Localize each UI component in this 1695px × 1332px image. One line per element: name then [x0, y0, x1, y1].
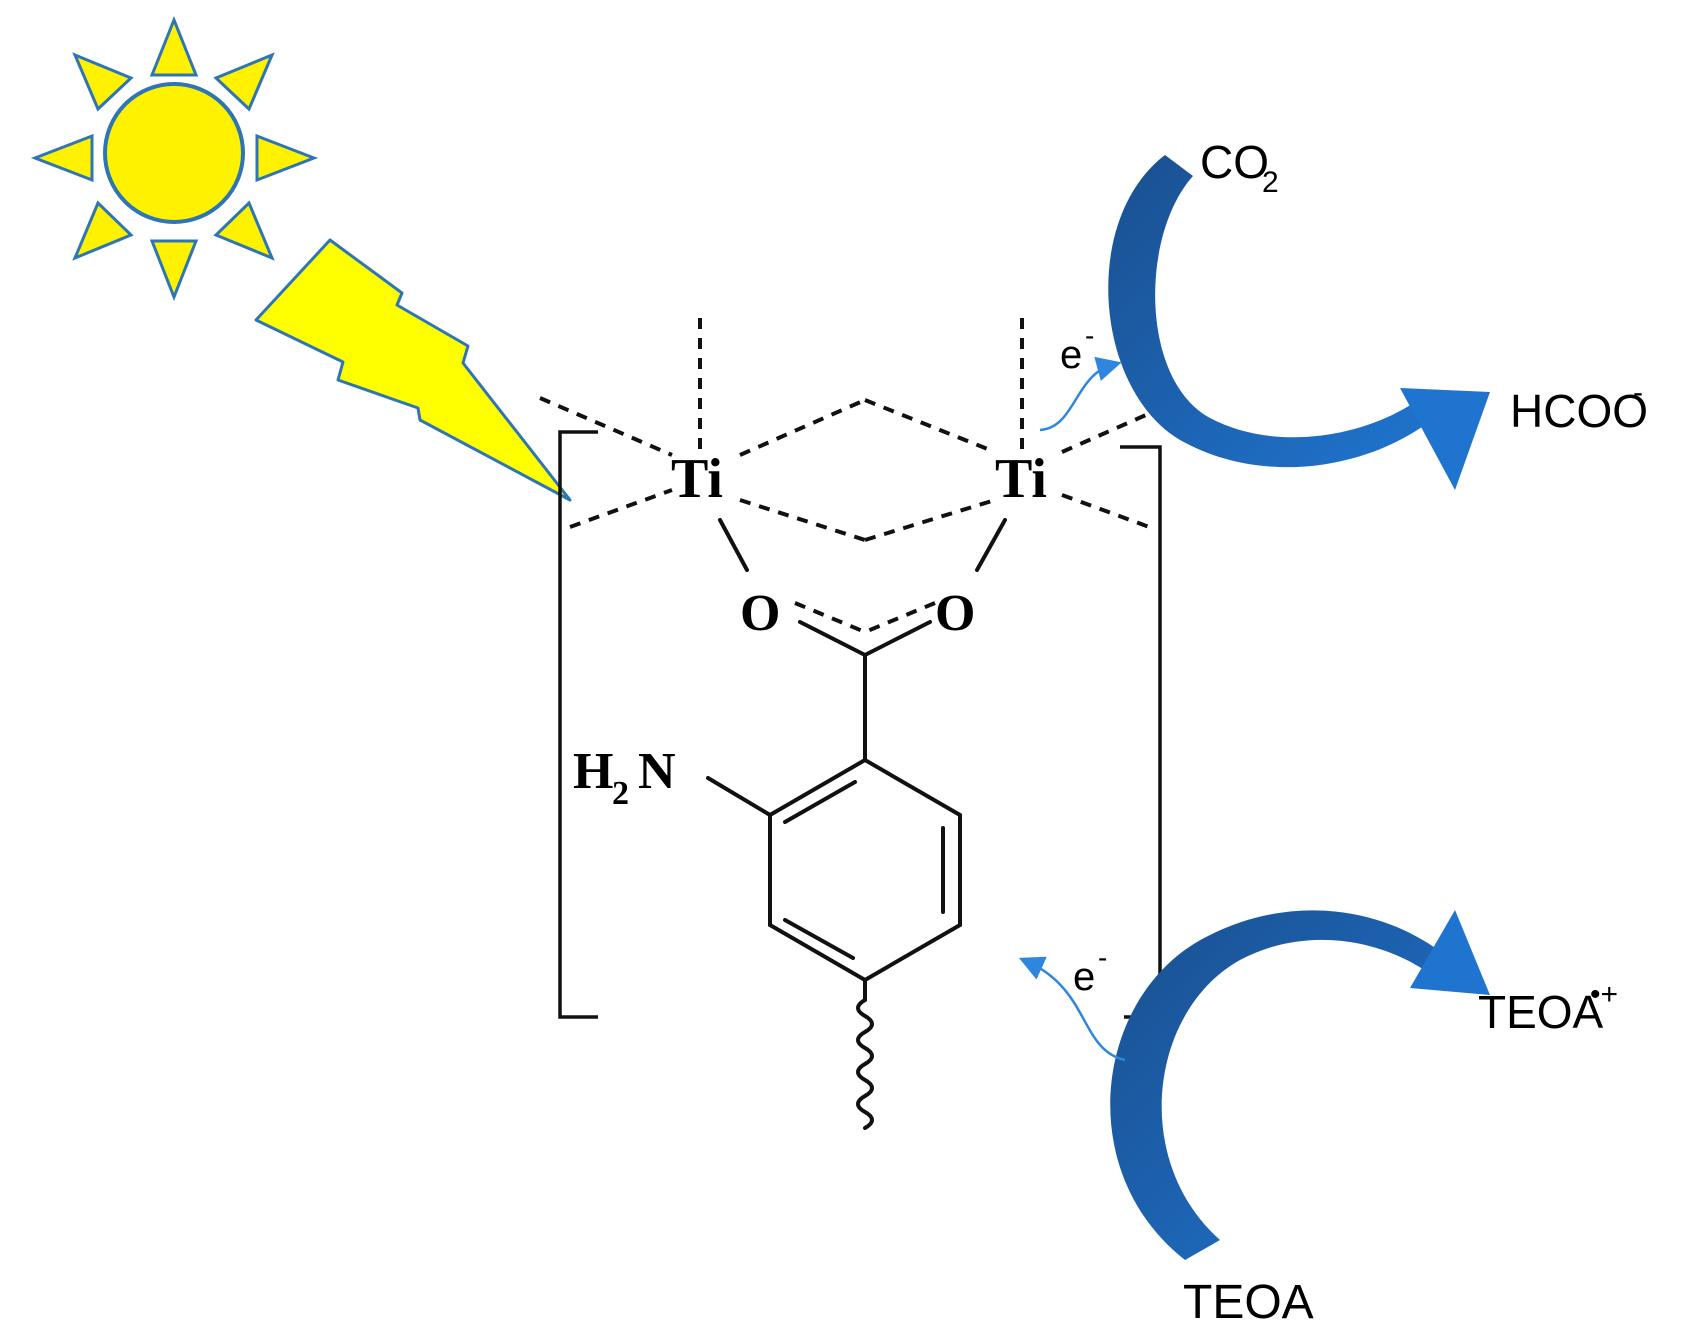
svg-text:-: -	[1085, 320, 1094, 351]
electron-transfer-arrow-bottom	[1018, 956, 1126, 1062]
ti-right-label: Ti	[995, 448, 1047, 510]
right-bracket	[1120, 445, 1162, 1019]
oxidation-arrow	[1110, 910, 1490, 1260]
sun-icon	[30, 15, 319, 302]
svg-text:e: e	[1060, 333, 1082, 377]
teoa-label: TEOA	[1183, 1276, 1314, 1329]
svg-text:N: N	[638, 743, 676, 800]
svg-text:H: H	[573, 743, 613, 800]
svg-text:-: -	[1098, 942, 1107, 973]
svg-text:-: -	[1633, 376, 1643, 409]
svg-text:CO: CO	[1200, 136, 1269, 188]
svg-text:e: e	[1073, 955, 1095, 999]
formate-label: HCOO -	[1510, 376, 1648, 437]
oxygen-right-label: O	[935, 585, 975, 642]
electron-label-top: e -	[1060, 320, 1094, 377]
lightning-bolt-icon	[254, 238, 572, 502]
svg-text:HCOO: HCOO	[1510, 385, 1648, 437]
left-bracket	[558, 430, 598, 1019]
svg-text:TEOA: TEOA	[1478, 986, 1604, 1038]
svg-text:2: 2	[612, 775, 629, 812]
electron-label-bottom: e -	[1073, 942, 1107, 999]
svg-text:•+: •+	[1590, 978, 1618, 1011]
ti-left-label: Ti	[671, 448, 723, 510]
co2-label: CO 2	[1200, 136, 1279, 199]
oxygen-left-label: O	[740, 585, 780, 642]
polymer-linkage-squiggle	[856, 978, 874, 1130]
svg-text:2: 2	[1262, 166, 1279, 199]
ti-dashed-bonds	[539, 318, 1181, 542]
electron-transfer-arrow-top	[1039, 356, 1122, 432]
carboxylate-group	[794, 601, 936, 762]
teoa-radical-label: TEOA •+	[1478, 978, 1618, 1038]
reduction-arrow	[1108, 155, 1490, 490]
benzene-ring	[768, 758, 962, 982]
amine-label: H 2 N	[573, 743, 676, 812]
